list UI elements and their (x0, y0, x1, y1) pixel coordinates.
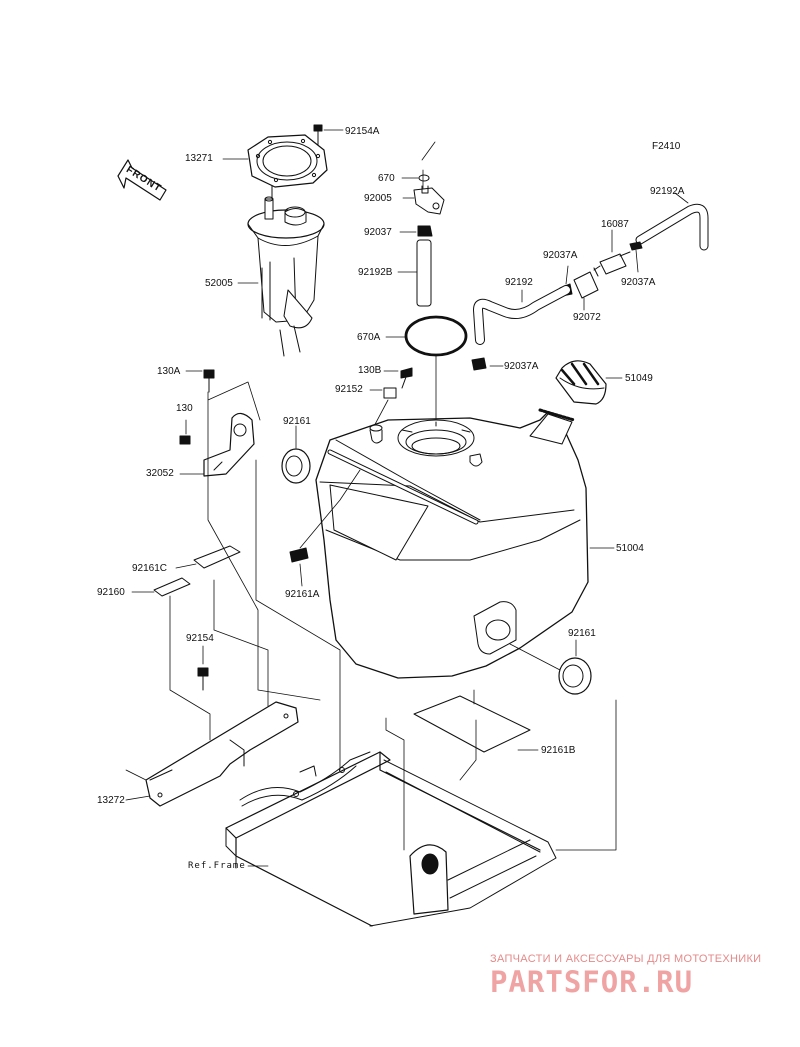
grommet-92152 (383, 387, 397, 399)
hose-92192B (416, 239, 432, 307)
label-92192B: 92192B (358, 267, 393, 278)
bracket-32052 (203, 412, 255, 477)
label-92161A: 92161A (285, 589, 320, 600)
pad-92161C (193, 545, 241, 569)
grommet-92161-lower (558, 657, 592, 695)
fuel-cap-51049 (555, 360, 607, 405)
fitting-92005 (413, 185, 445, 215)
o-ring-670 (418, 174, 430, 182)
label-92152: 92152 (335, 384, 363, 395)
label-ref-frame: Ref.Frame (188, 861, 246, 871)
label-92192: 92192 (505, 277, 533, 288)
clamp-92037A-right (629, 241, 643, 251)
label-92154A: 92154A (345, 126, 380, 137)
pad-92160 (153, 577, 191, 597)
label-92005: 92005 (364, 193, 392, 204)
label-92161-upper: 92161 (283, 416, 311, 427)
bolt-130A (203, 369, 215, 393)
label-13271: 13271 (185, 153, 213, 164)
bolt-130 (179, 435, 191, 445)
pad-92161A (289, 547, 309, 563)
pad-92161B (413, 695, 531, 753)
bolt-92154A (313, 124, 323, 146)
label-670: 670 (378, 173, 395, 184)
label-92161B: 92161B (541, 745, 576, 756)
reference-frame (225, 751, 557, 927)
joint-92072 (573, 267, 599, 299)
fuel-pump-52005 (247, 185, 325, 357)
label-92192A: 92192A (650, 186, 685, 197)
label-92037: 92037 (364, 227, 392, 238)
front-arrow-icon (117, 159, 167, 201)
bolt-130B (400, 367, 413, 389)
label-51049: 51049 (625, 373, 653, 384)
clamp-92037A-left (471, 357, 487, 371)
bracket-13272 (145, 701, 299, 807)
label-92154: 92154 (186, 633, 214, 644)
watermark-tagline: ЗАПЧАСТИ И АКСЕССУАРЫ ДЛЯ МОТОТЕХНИКИ (490, 953, 762, 965)
grommet-92161-upper (281, 448, 311, 484)
figure-code: F2410 (652, 141, 681, 152)
label-130A: 130A (157, 366, 181, 377)
label-92037A-right: 92037A (621, 277, 656, 288)
hose-92192A (635, 203, 709, 251)
hose-92192 (473, 285, 571, 345)
label-130: 130 (176, 403, 193, 414)
label-52005: 52005 (205, 278, 233, 289)
label-16087: 16087 (601, 219, 629, 230)
label-32052: 32052 (146, 468, 174, 479)
label-92161C: 92161C (132, 563, 168, 574)
label-92037A-left: 92037A (504, 361, 539, 372)
fuel-tank-51004 (315, 408, 589, 679)
label-92160: 92160 (97, 587, 125, 598)
watermark-logo: PARTSFOR.RU (490, 965, 694, 999)
label-51004: 51004 (616, 543, 644, 554)
bolt-92154 (197, 667, 209, 691)
label-92037A-upper: 92037A (543, 250, 578, 261)
label-670A: 670A (357, 332, 381, 343)
label-92072: 92072 (573, 312, 601, 323)
o-ring-670A (404, 315, 468, 357)
label-92161-lower: 92161 (568, 628, 596, 639)
gasket-13271 (247, 134, 328, 188)
label-13272: 13272 (97, 795, 125, 806)
clamp-92037 (417, 225, 433, 237)
label-130B: 130B (358, 365, 382, 376)
filter-16087 (593, 251, 631, 275)
